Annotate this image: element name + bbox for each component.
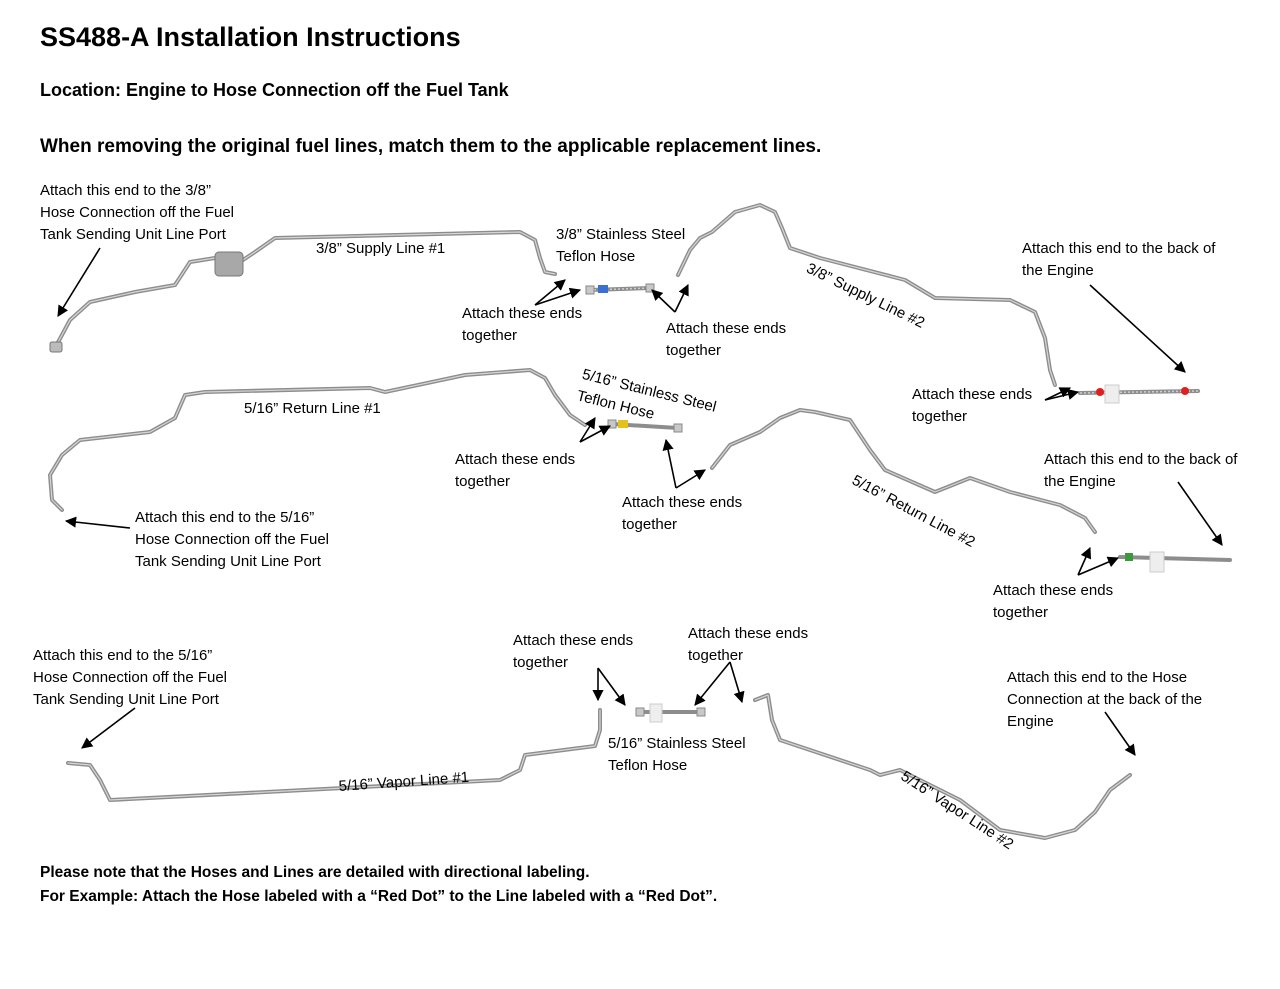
vapor-tank-end-label: Attach this end to the 5/16” Hose Connec…: [33, 647, 228, 708]
vapor-line-2: [753, 693, 1132, 840]
location-heading: Location: Engine to Hose Connection off …: [40, 80, 509, 100]
green-tag: [1125, 553, 1133, 561]
return-attach-right-label: Attach these ends together: [622, 494, 743, 533]
supply-hose: [585, 283, 655, 295]
instruction-heading: When removing the original fuel lines, m…: [40, 136, 822, 157]
supply-engine-hose: [1078, 384, 1200, 404]
pointer-arrows: [57, 247, 1223, 756]
return-hose: [607, 419, 683, 433]
supply1-line-label: 3/8” Supply Line #1: [316, 240, 446, 257]
vapor-line-1: [66, 708, 602, 802]
supply-line-2: [676, 203, 1057, 387]
blue-tag: [598, 285, 608, 293]
vapor-attach-right-label: Attach these ends together: [688, 625, 809, 664]
page-title: SS488-A Installation Instructions: [40, 22, 461, 52]
supply-engine-attach-label: Attach these ends together: [912, 386, 1033, 425]
return-engine-attach-label: Attach these ends together: [993, 582, 1114, 621]
vapor-hose-label: 5/16” Stainless Steel Teflon Hose: [608, 735, 746, 774]
return1-line-label: 5/16” Return Line #1: [244, 400, 381, 417]
supply-attach-right-label: Attach these ends together: [666, 320, 787, 359]
fuel-filter: [214, 251, 244, 277]
return-tank-end-label: Attach this end to the 5/16” Hose Connec…: [135, 509, 330, 570]
supply1-tank-end-label: Attach this end to the 3/8” Hose Connect…: [40, 182, 235, 243]
return-attach-left-label: Attach these ends together: [455, 451, 576, 490]
tank-end-fitting: [49, 341, 63, 353]
supply-hose-label: 3/8” Stainless Steel Teflon Hose: [556, 226, 686, 265]
example-note: For Example: Attach the Hose labeled wit…: [40, 888, 718, 905]
red-dot: [1096, 388, 1104, 396]
supply-attach-left-label: Attach these ends together: [462, 305, 583, 344]
supply-line-1: [49, 230, 557, 353]
directional-note: Please note that the Hoses and Lines are…: [40, 864, 590, 881]
supply-engine-end-label: Attach this end to the back of the Engin…: [1022, 240, 1216, 279]
yellow-tag: [618, 420, 628, 428]
return-engine-hose: [1118, 551, 1232, 573]
vapor-attach-left-label: Attach these ends together: [513, 632, 634, 671]
vapor-engine-end-label: Attach this end to the Hose Connection a…: [1007, 669, 1203, 730]
return-line-2: [710, 408, 1097, 534]
return-engine-end-label: Attach this end to the back of the Engin…: [1044, 451, 1238, 490]
vapor-hose: [635, 703, 706, 723]
return-line-1: [48, 368, 587, 512]
